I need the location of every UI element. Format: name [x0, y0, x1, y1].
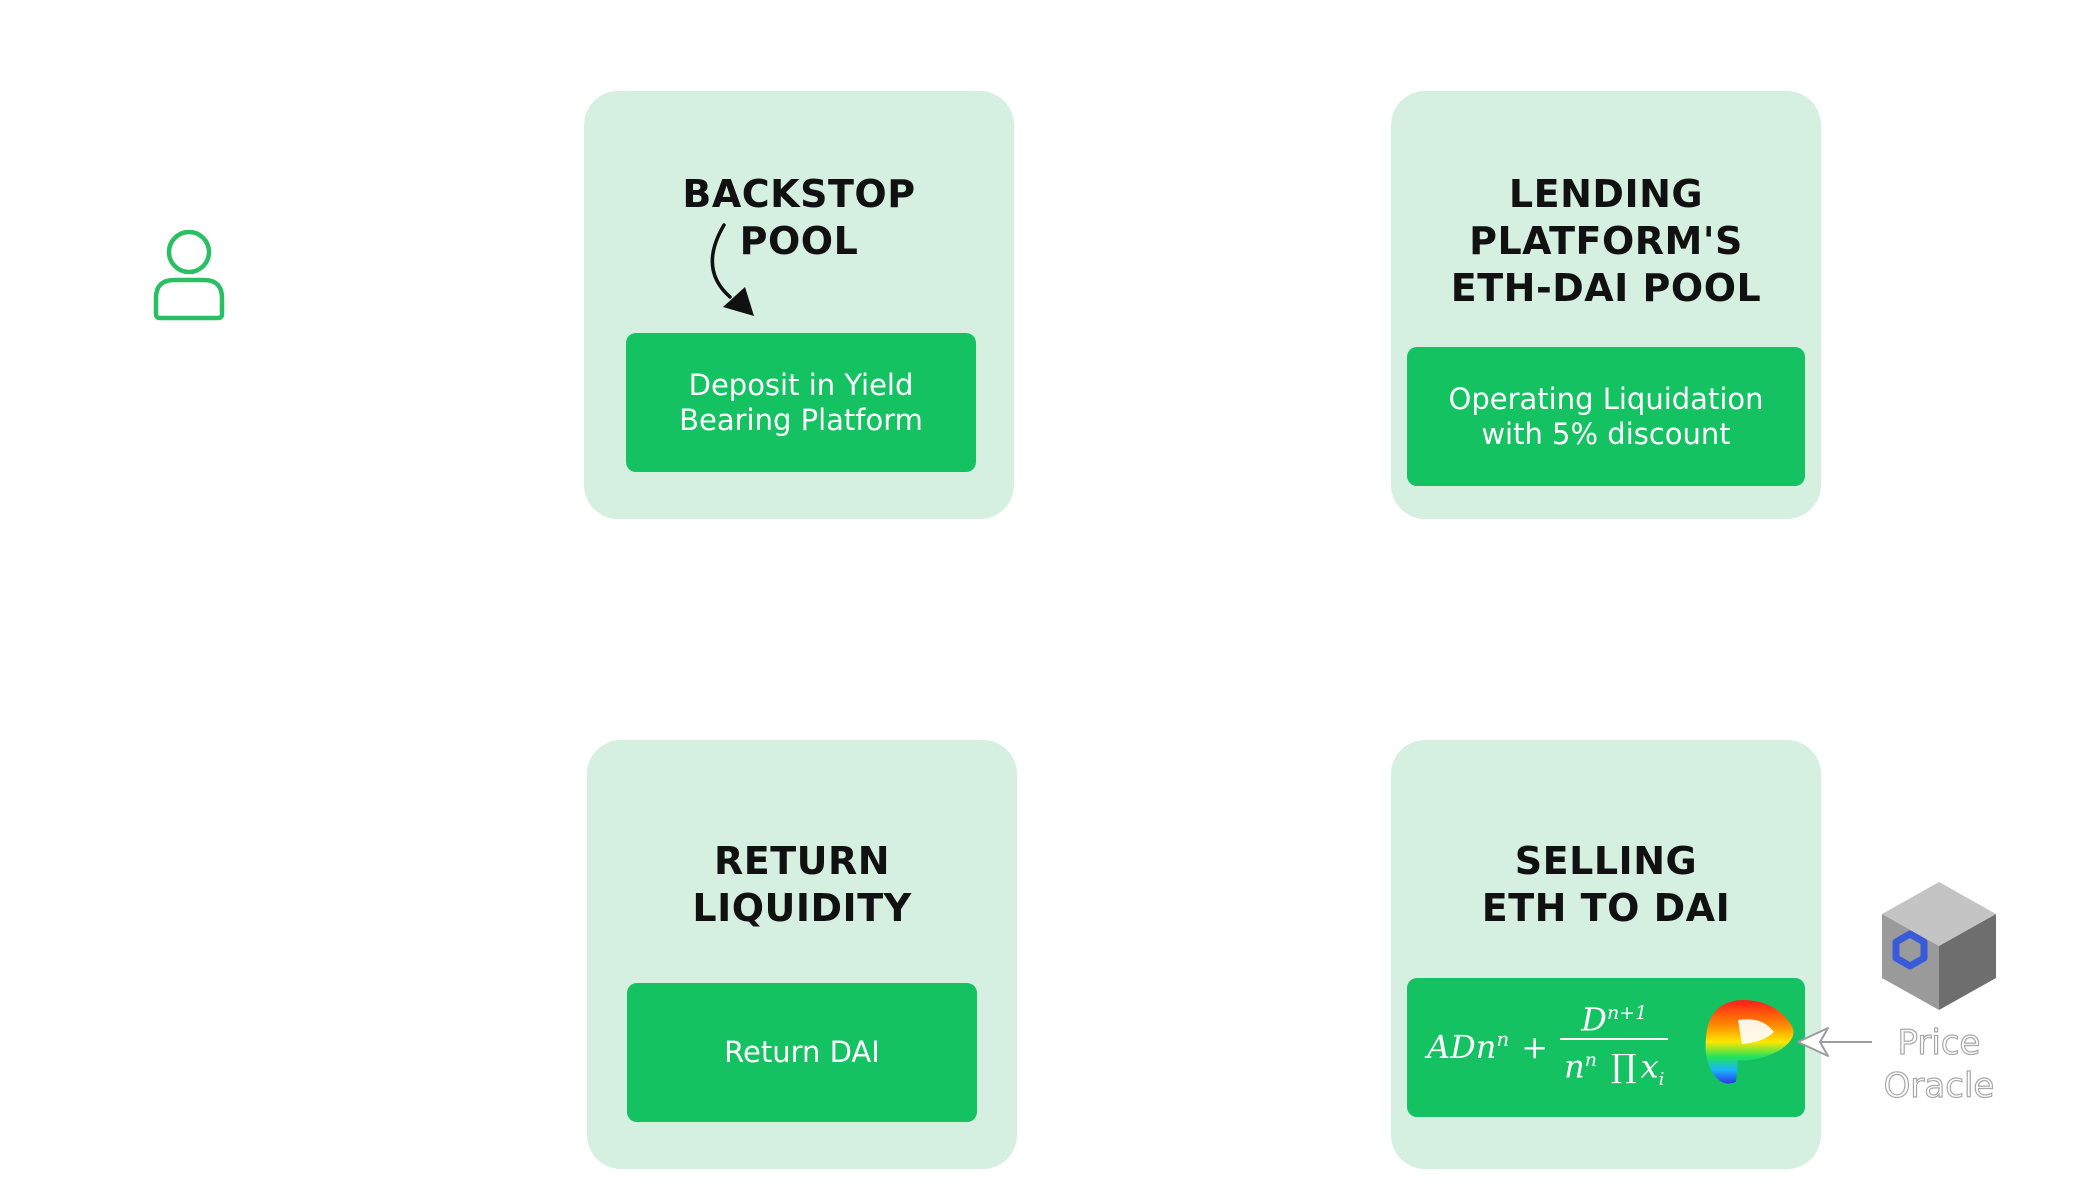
oracle-line-1: Price [1897, 1022, 1981, 1063]
return-dai-button[interactable]: Return DAI [627, 983, 977, 1122]
deposit-line-2: Bearing Platform [679, 402, 923, 437]
curved-arrow-icon [710, 223, 754, 316]
formula-fraction-bar [1560, 1037, 1669, 1040]
liquidation-line-2: with 5% discount [1481, 416, 1731, 451]
selling-eth-card: SELLING ETH TO DAI ADn n + Dn+1 nn ∏xi [1391, 740, 1821, 1169]
price-oracle-label: Price Oracle [1858, 1022, 2020, 1108]
liquidation-line-1: Operating Liquidation [1448, 381, 1764, 416]
return-title-line-1: RETURN [713, 839, 891, 883]
formula-num: D [1581, 1000, 1607, 1039]
formula-prod: ∏ [1611, 1047, 1637, 1086]
lending-title-line-2: PLATFORM'S [1469, 219, 1743, 263]
formula-fraction: Dn+1 nn ∏xi [1560, 995, 1669, 1100]
selling-title-line-1: SELLING [1514, 839, 1698, 883]
return-liquidity-card: RETURN LIQUIDITY Return DAI [587, 740, 1017, 1169]
formula-lhs-sup: n [1496, 1026, 1510, 1051]
oracle-line-2: Oracle [1883, 1065, 1995, 1106]
oracle-arrow-icon [1797, 1027, 1872, 1057]
lending-pool-title: LENDING PLATFORM'S ETH-DAI POOL [1391, 171, 1821, 312]
formula-lhs: ADn [1427, 1027, 1497, 1066]
lending-title-line-3: ETH-DAI POOL [1450, 266, 1762, 310]
formula-num-sup: n+1 [1606, 1002, 1648, 1025]
selling-eth-title: SELLING ETH TO DAI [1391, 838, 1821, 932]
backstop-title-line-2: POOL [739, 219, 859, 263]
deposit-line-1: Deposit in Yield [688, 367, 914, 402]
deposit-yield-button[interactable]: Deposit in Yield Bearing Platform [626, 333, 976, 472]
curve-logo-icon [1705, 1000, 1794, 1084]
operating-liquidation-button[interactable]: Operating Liquidation with 5% discount [1407, 347, 1805, 486]
user-icon [153, 229, 225, 321]
backstop-pool-title: BACKSTOP POOL [584, 171, 1014, 265]
formula-den-sup: n [1584, 1048, 1597, 1071]
return-dai-label: Return DAI [724, 1035, 880, 1069]
stableswap-formula: ADn n + Dn+1 nn ∏xi [1427, 995, 1669, 1100]
chainlink-cube-icon [1882, 882, 1996, 1010]
backstop-title-line-1: BACKSTOP [682, 172, 916, 216]
formula-den-var: x [1640, 1047, 1659, 1086]
formula-numerator: Dn+1 [1575, 995, 1653, 1038]
lending-pool-card: LENDING PLATFORM'S ETH-DAI POOL Operatin… [1391, 91, 1821, 519]
formula-den: n [1564, 1047, 1585, 1086]
formula-den-sub: i [1658, 1068, 1665, 1090]
backstop-pool-card: BACKSTOP POOL Deposit in Yield Bearing P… [584, 91, 1014, 519]
formula-denominator: nn ∏xi [1560, 1040, 1668, 1100]
return-title-line-2: LIQUIDITY [692, 886, 912, 930]
return-liquidity-title: RETURN LIQUIDITY [587, 838, 1017, 932]
formula-plus: + [1521, 1027, 1549, 1066]
lending-title-line-1: LENDING [1508, 172, 1704, 216]
selling-title-line-2: ETH TO DAI [1481, 886, 1731, 930]
